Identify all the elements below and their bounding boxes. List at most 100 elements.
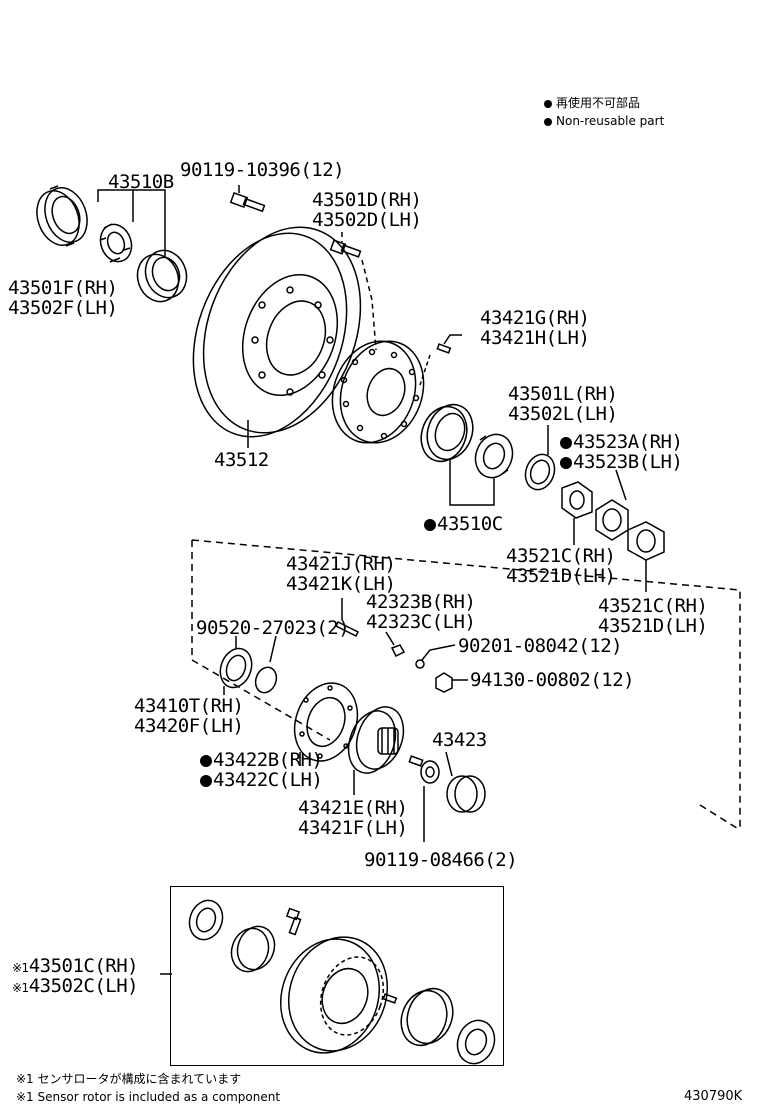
label-94130: 94130-00802(12)	[470, 669, 635, 691]
label-43521c-a: 43521C(RH)	[506, 545, 616, 567]
ref-mark: ※1	[16, 1090, 34, 1104]
inset-frame	[170, 886, 504, 1066]
bearing-cone-43510b	[99, 223, 133, 263]
leader-43510c	[449, 458, 495, 506]
brake-disc-43512	[192, 226, 362, 438]
non-reusable-dot-icon	[200, 775, 212, 787]
leader-42323b	[385, 631, 395, 646]
label-90520: 90520-27023(2)	[196, 617, 350, 639]
non-reusable-dot-icon	[560, 437, 572, 449]
label-90201: 90201-08042(12)	[458, 635, 623, 657]
label-43521d-b: 43521D(LH)	[598, 615, 708, 637]
lock-nut-43521c-upper	[561, 481, 593, 519]
label-90119-10396: 90119-10396(12)	[180, 159, 345, 181]
label-43421j: 43421J(RH)	[286, 553, 396, 575]
label-43421h: 43421H(LH)	[480, 327, 590, 349]
bearing-cup-43510c	[420, 403, 474, 463]
label-43501d: 43501D(RH)	[312, 189, 422, 211]
label-43501c: ※143501C(RH)	[12, 955, 139, 977]
oil-seal-43501f	[36, 185, 88, 247]
label-43510c-text: 43510C	[437, 513, 503, 535]
label-43423: 43423	[432, 729, 487, 751]
bolt-90119-10396	[229, 191, 266, 213]
bearing-cone-43510c	[474, 433, 514, 479]
diagram-code: 430790K	[684, 1089, 743, 1104]
nut-94130-00802	[435, 672, 453, 693]
leader-43510b	[97, 189, 166, 258]
label-43422b-text: 43422B(RH)	[213, 749, 323, 771]
label-43521d-a: 43521D(LH)	[506, 565, 616, 587]
ref-mark: ※1	[12, 961, 29, 975]
leader-90520-43410t	[223, 635, 277, 695]
legend-jp-text: 再使用不可部品	[556, 96, 641, 110]
leaders-nuts	[573, 469, 647, 592]
bearing-cup-43510b	[136, 249, 188, 303]
non-reusable-dot-icon	[424, 519, 436, 531]
label-43422c: 43422C(LH)	[200, 769, 323, 791]
seal-43410t	[219, 647, 253, 689]
label-42323c: 42323C(LH)	[366, 611, 476, 633]
non-reusable-dot-icon	[560, 457, 572, 469]
label-43523b-text: 43523B(LH)	[573, 451, 683, 473]
label-43510c: 43510C	[424, 514, 503, 534]
non-reusable-dot-icon	[200, 755, 212, 767]
leader-43423	[445, 751, 453, 777]
leader-43421g	[443, 334, 462, 345]
leader-90201	[421, 644, 456, 661]
lock-washer-43523a	[595, 499, 629, 541]
lock-nut-43521c-lower	[627, 521, 665, 561]
clip-42323b	[390, 644, 406, 658]
bolt-90119-08466	[408, 755, 440, 784]
label-42323b: 42323B(RH)	[366, 591, 476, 613]
label-43501l: 43501L(RH)	[508, 383, 618, 405]
inset-hub-assembly	[188, 899, 496, 1065]
o-ring-90520	[254, 666, 278, 694]
footnote-en: ※1 Sensor rotor is included as a compone…	[16, 1090, 280, 1104]
label-43512: 43512	[214, 449, 269, 471]
ref-mark: ※1	[16, 1072, 34, 1086]
hub-pin-43421g	[436, 343, 452, 354]
label-43422c-text: 43422C(LH)	[213, 769, 323, 791]
label-43502c: ※143502C(LH)	[12, 975, 139, 997]
legend-en: Non-reusable part	[544, 114, 664, 128]
label-43510b: 43510B	[108, 171, 174, 193]
label-43523a-text: 43523A(RH)	[573, 431, 683, 453]
label-43523a: 43523A(RH)	[560, 431, 683, 453]
label-43501f: 43501F(RH)	[8, 277, 118, 299]
footnote-jp-text: センサロータが構成に含まれています	[37, 1072, 242, 1086]
label-43422b: 43422B(RH)	[200, 749, 323, 771]
footnote-jp: ※1 センサロータが構成に含まれています	[16, 1072, 241, 1086]
stud-bolt-43501d	[329, 239, 362, 258]
non-reusable-dot-icon	[544, 99, 552, 108]
label-90119-08466: 90119-08466(2)	[364, 849, 518, 871]
ref-mark: ※1	[12, 981, 29, 995]
label-43502l: 43502L(LH)	[508, 403, 618, 425]
label-43421e: 43421E(RH)	[298, 797, 408, 819]
label-43421k: 43421K(LH)	[286, 573, 396, 595]
stud-43421j	[334, 620, 360, 638]
label-43420f: 43420F(LH)	[134, 715, 244, 737]
legend-en-text: Non-reusable part	[556, 114, 665, 128]
screw-90201-08042	[415, 659, 425, 669]
label-43502c-text: 43502C(LH)	[28, 975, 139, 997]
label-43421f: 43421F(LH)	[298, 817, 408, 839]
hub-cap-43423	[446, 775, 486, 813]
non-reusable-dot-icon	[544, 117, 552, 126]
label-43410t: 43410T(RH)	[134, 695, 244, 717]
legend-jp: 再使用不可部品	[544, 96, 640, 110]
dashed-assembly-boundary	[191, 539, 741, 831]
axle-hub	[331, 340, 425, 444]
label-43502f: 43502F(LH)	[8, 297, 118, 319]
gasket-43422b	[293, 682, 359, 762]
leader-dash-43421g	[419, 354, 431, 386]
label-43521c-b: 43521C(RH)	[598, 595, 708, 617]
label-43501c-text: 43501C(RH)	[28, 955, 139, 977]
label-43523b: 43523B(LH)	[560, 451, 683, 473]
footnote-en-text: Sensor rotor is included as a component	[37, 1090, 281, 1104]
label-43502d: 43502D(LH)	[312, 209, 422, 231]
leader-43501d	[341, 232, 377, 351]
drive-flange-43421e	[347, 706, 405, 774]
oil-seal-43501l	[524, 453, 556, 491]
label-43421g: 43421G(RH)	[480, 307, 590, 329]
